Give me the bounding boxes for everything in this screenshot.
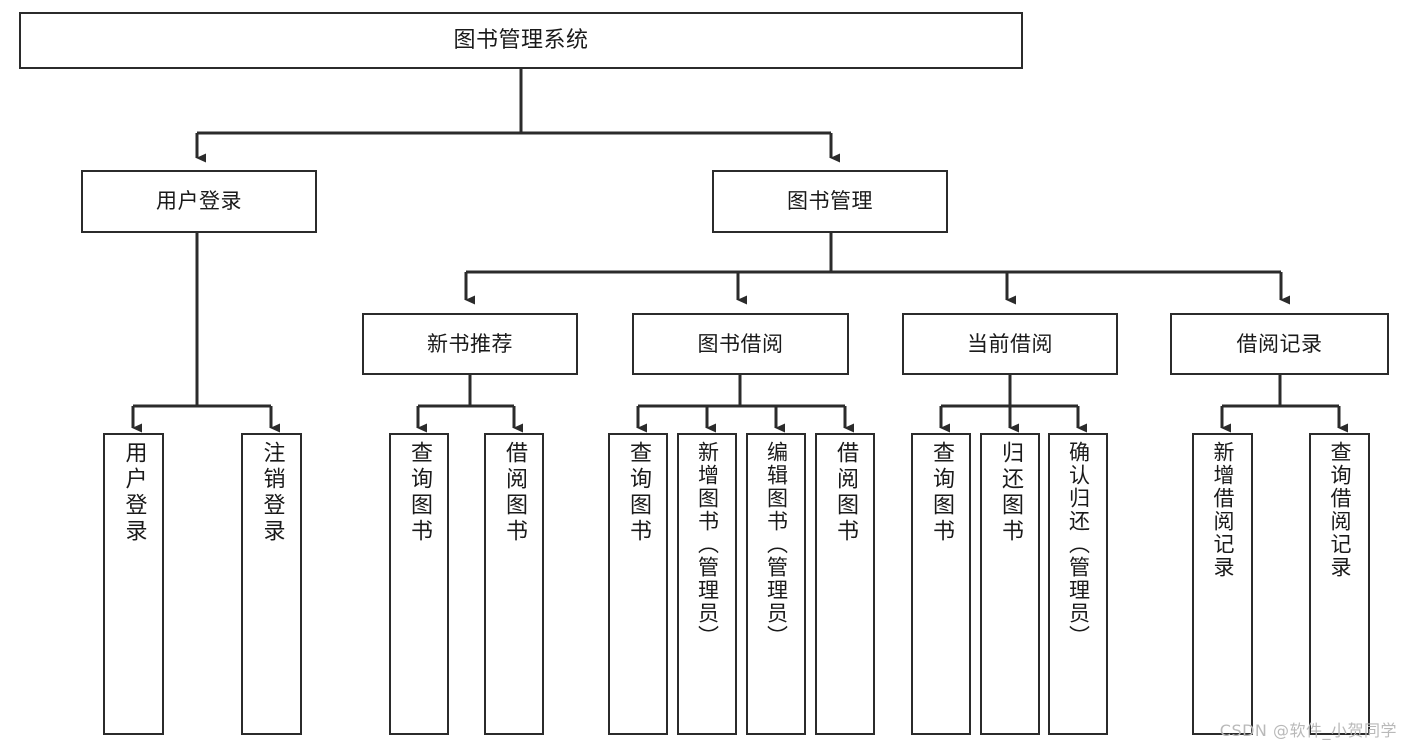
node-leaf-query-book-current[interactable]: 查询图书 [911, 433, 971, 735]
node-root-system[interactable]: 图书管理系统 [19, 12, 1023, 69]
node-label: 查询图书 [626, 441, 651, 545]
node-leaf-query-book-borrow[interactable]: 查询图书 [608, 433, 668, 735]
node-leaf-borrow-book-recommend[interactable]: 借阅图书 [484, 433, 544, 735]
node-label: 图书管理系统 [453, 27, 589, 53]
node-label: 新增图书（管理员） [695, 441, 720, 648]
node-book-borrow[interactable]: 图书借阅 [632, 313, 849, 375]
node-new-book-recommend[interactable]: 新书推荐 [362, 313, 578, 375]
node-label: 归还图书 [998, 441, 1023, 545]
node-leaf-query-book-recommend[interactable]: 查询图书 [389, 433, 449, 735]
node-label: 编辑图书（管理员） [764, 441, 789, 648]
node-user-login[interactable]: 用户登录 [81, 170, 317, 233]
node-label: 确认归还（管理员） [1066, 441, 1091, 648]
node-label: 新书推荐 [427, 331, 513, 356]
node-label: 借阅记录 [1236, 331, 1323, 356]
node-label: 查询图书 [407, 441, 432, 545]
node-label: 当前借阅 [967, 331, 1053, 356]
node-leaf-logout[interactable]: 注销登录 [241, 433, 302, 735]
node-leaf-add-borrow-record[interactable]: 新增借阅记录 [1192, 433, 1253, 735]
node-label: 查询图书 [929, 441, 954, 545]
csdn-watermark: CSDN @软件_小贺同学 [1219, 721, 1397, 740]
node-label: 用户登录 [121, 441, 147, 545]
node-leaf-confirm-return[interactable]: 确认归还（管理员） [1048, 433, 1108, 735]
node-borrow-record[interactable]: 借阅记录 [1170, 313, 1389, 375]
node-leaf-edit-book[interactable]: 编辑图书（管理员） [746, 433, 806, 735]
node-label: 新增借阅记录 [1211, 441, 1235, 579]
node-leaf-query-borrow-record[interactable]: 查询借阅记录 [1309, 433, 1370, 735]
node-label: 借阅图书 [833, 441, 858, 545]
node-leaf-add-book[interactable]: 新增图书（管理员） [677, 433, 737, 735]
node-label: 借阅图书 [502, 441, 527, 545]
node-leaf-return-book[interactable]: 归还图书 [980, 433, 1040, 735]
node-current-borrow[interactable]: 当前借阅 [902, 313, 1118, 375]
node-label: 图书借阅 [697, 331, 784, 356]
node-label: 用户登录 [156, 189, 242, 214]
node-label: 图书管理 [787, 189, 873, 214]
node-label: 查询借阅记录 [1328, 441, 1352, 579]
node-book-manage[interactable]: 图书管理 [712, 170, 948, 233]
node-leaf-borrow-book[interactable]: 借阅图书 [815, 433, 875, 735]
node-leaf-user-login[interactable]: 用户登录 [103, 433, 164, 735]
node-label: 注销登录 [259, 441, 285, 545]
